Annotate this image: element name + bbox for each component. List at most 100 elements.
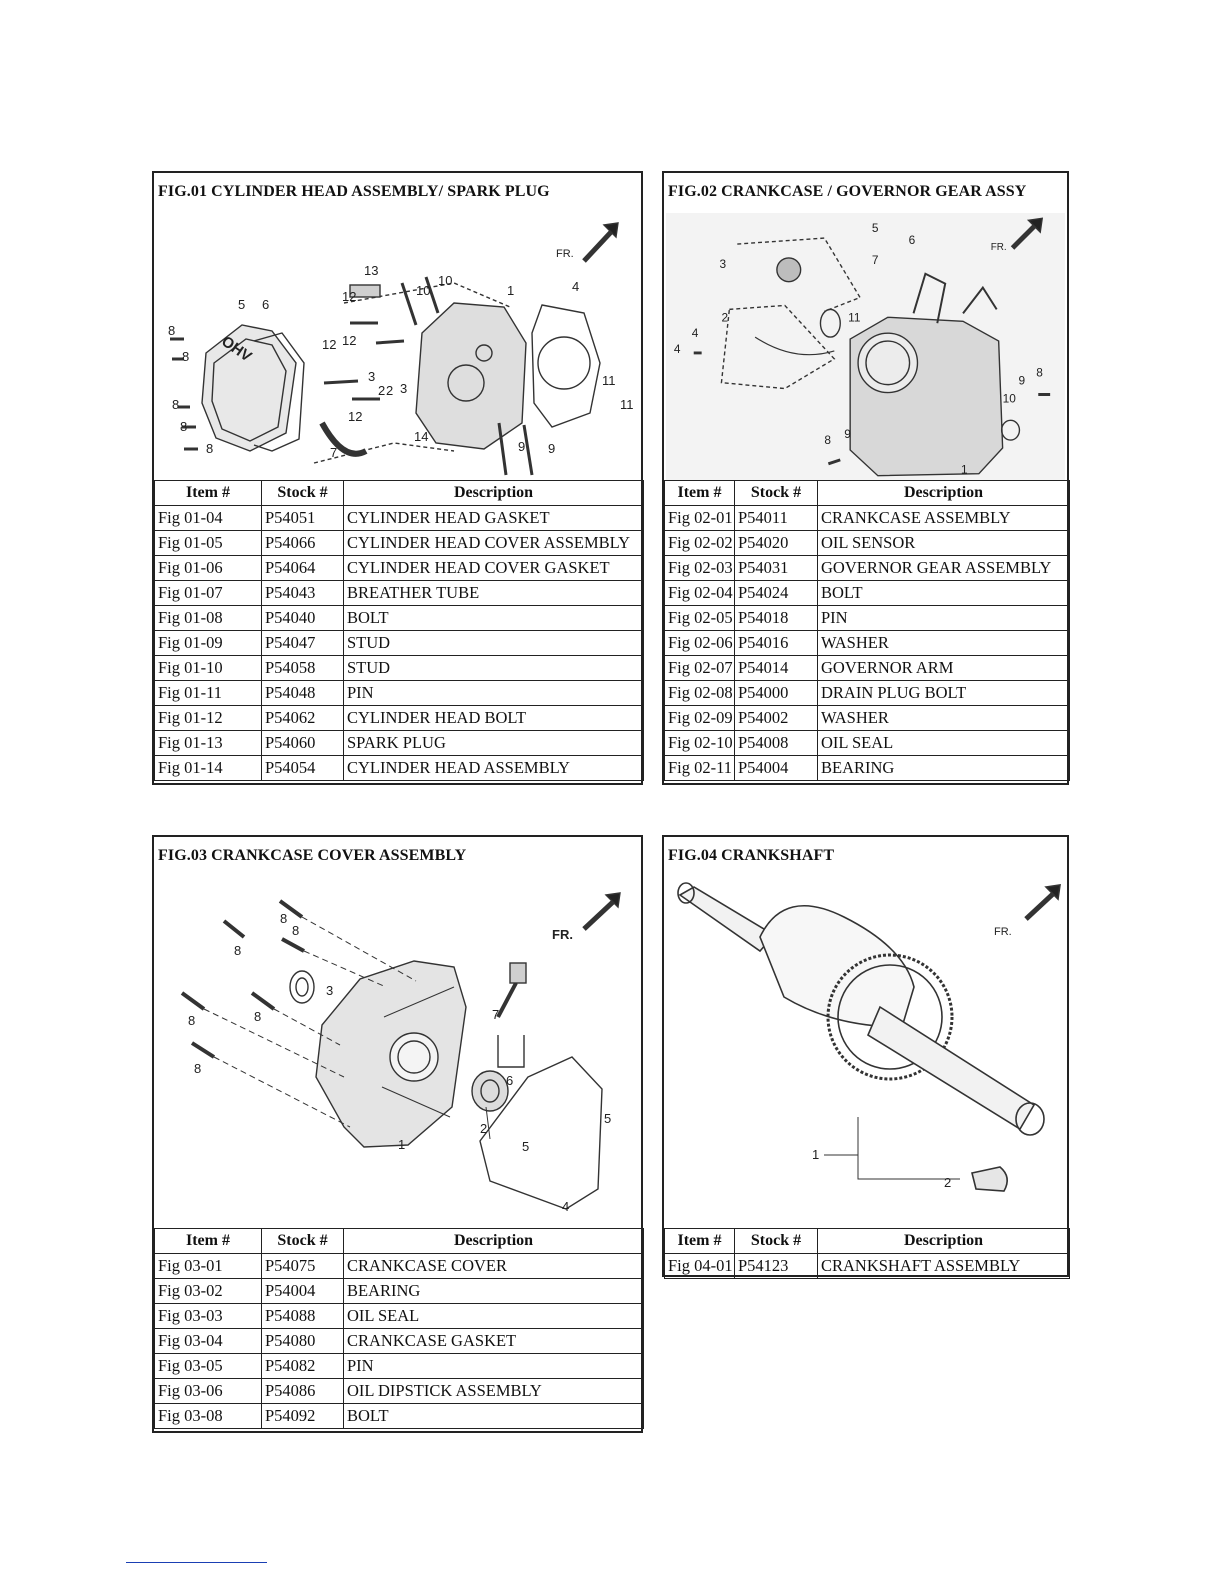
description-cell: PIN <box>343 1353 644 1379</box>
description-cell: BEARING <box>817 755 1070 781</box>
stock-cell: P54018 <box>734 605 818 631</box>
description-cell: WASHER <box>817 705 1070 731</box>
item-cell: Fig 01-11 <box>154 680 262 706</box>
item-cell: Fig 02-06 <box>664 630 735 656</box>
callout-number: 1 <box>398 1137 405 1152</box>
callout-number: 10 <box>438 273 452 288</box>
description-cell: PIN <box>817 605 1070 631</box>
description-cell: GOVERNOR ARM <box>817 655 1070 681</box>
callout-number: 11 <box>620 397 634 412</box>
description-cell: CYLINDER HEAD BOLT <box>343 705 644 731</box>
callout-number: 2 <box>386 383 393 398</box>
item-cell: Fig 01-06 <box>154 555 262 581</box>
item-cell: Fig 01-13 <box>154 730 262 756</box>
item-cell: Fig 03-04 <box>154 1328 262 1354</box>
item-cell: Fig 01-10 <box>154 655 262 681</box>
callout-number: 9 <box>844 427 851 441</box>
item-cell: Fig 01-08 <box>154 605 262 631</box>
item-cell: Fig 04-01 <box>664 1253 735 1279</box>
item-cell: Fig 03-08 <box>154 1403 262 1429</box>
description-cell: OIL SENSOR <box>817 530 1070 556</box>
description-cell: GOVERNOR GEAR ASSEMBLY <box>817 555 1070 581</box>
stock-cell: P54031 <box>734 555 818 581</box>
stock-cell: P54016 <box>734 630 818 656</box>
fig03-panel: FIG.03 CRANKCASE COVER ASSEMBLY <box>152 835 644 1433</box>
fig02-title: FIG.02 CRANKCASE / GOVERNOR GEAR ASSY <box>668 183 1027 200</box>
col-stock: Stock # <box>261 480 344 506</box>
item-cell: Fig 02-04 <box>664 580 735 606</box>
item-cell: Fig 02-09 <box>664 705 735 731</box>
description-cell: OIL DIPSTICK ASSEMBLY <box>343 1378 644 1404</box>
item-cell: Fig 01-14 <box>154 755 262 781</box>
callout-number: 5 <box>604 1111 611 1126</box>
item-cell: Fig 02-05 <box>664 605 735 631</box>
callout-number: 1 <box>507 283 514 298</box>
description-cell: CYLINDER HEAD GASKET <box>343 505 644 531</box>
description-cell: PIN <box>343 680 644 706</box>
table-header-row: Item # Stock # Description <box>664 480 1070 506</box>
callout-number: 2 <box>480 1121 487 1136</box>
callout-number: 10 <box>1003 391 1017 405</box>
front-direction-label: FR. <box>552 927 573 942</box>
fig02-panel: FIG.02 CRANKCASE / GOVERNOR GEAR ASSY FR… <box>662 171 1070 785</box>
table-header-row: Item # Stock # Description <box>154 1228 644 1254</box>
callout-number: 3 <box>719 257 726 271</box>
item-cell: Fig 01-04 <box>154 505 262 531</box>
callout-number: 8 <box>824 433 831 447</box>
callout-number: 4 <box>674 342 681 356</box>
callout-number: 7 <box>872 253 879 267</box>
fig04-diagram: FR. 12 <box>677 882 1061 1192</box>
col-item: Item # <box>154 480 262 506</box>
callout-number: 4 <box>572 279 579 294</box>
callout-number: 2 <box>721 310 728 324</box>
description-cell: OIL SEAL <box>817 730 1070 756</box>
stock-cell: P54092 <box>261 1403 344 1429</box>
callout-number: 9 <box>548 441 555 456</box>
stock-cell: P54060 <box>261 730 344 756</box>
callout-number: 8 <box>182 349 189 364</box>
callout-number: 9 <box>518 439 525 454</box>
stock-cell: P54058 <box>261 655 344 681</box>
callout-number: 8 <box>188 1013 195 1028</box>
stock-cell: P54054 <box>261 755 344 781</box>
callout-number: 7 <box>492 1007 499 1022</box>
col-item: Item # <box>154 1228 262 1254</box>
callout-number: 3 <box>368 369 375 384</box>
callout-number: 8 <box>172 397 179 412</box>
callout-number: 1 <box>812 1147 819 1162</box>
description-cell: SPARK PLUG <box>343 730 644 756</box>
col-description: Description <box>817 480 1070 506</box>
item-cell: Fig 01-07 <box>154 580 262 606</box>
item-cell: Fig 03-03 <box>154 1303 262 1329</box>
callout-number: 4 <box>562 1199 569 1214</box>
col-stock: Stock # <box>734 1228 818 1254</box>
callout-number: 2 <box>944 1175 951 1190</box>
callout-number: 4 <box>692 326 699 340</box>
stock-cell: P54000 <box>734 680 818 706</box>
callout-number: 8 <box>292 923 299 938</box>
item-cell: Fig 01-05 <box>154 530 262 556</box>
stock-cell: P54008 <box>734 730 818 756</box>
callout-number: 8 <box>194 1061 201 1076</box>
stock-cell: P54024 <box>734 580 818 606</box>
